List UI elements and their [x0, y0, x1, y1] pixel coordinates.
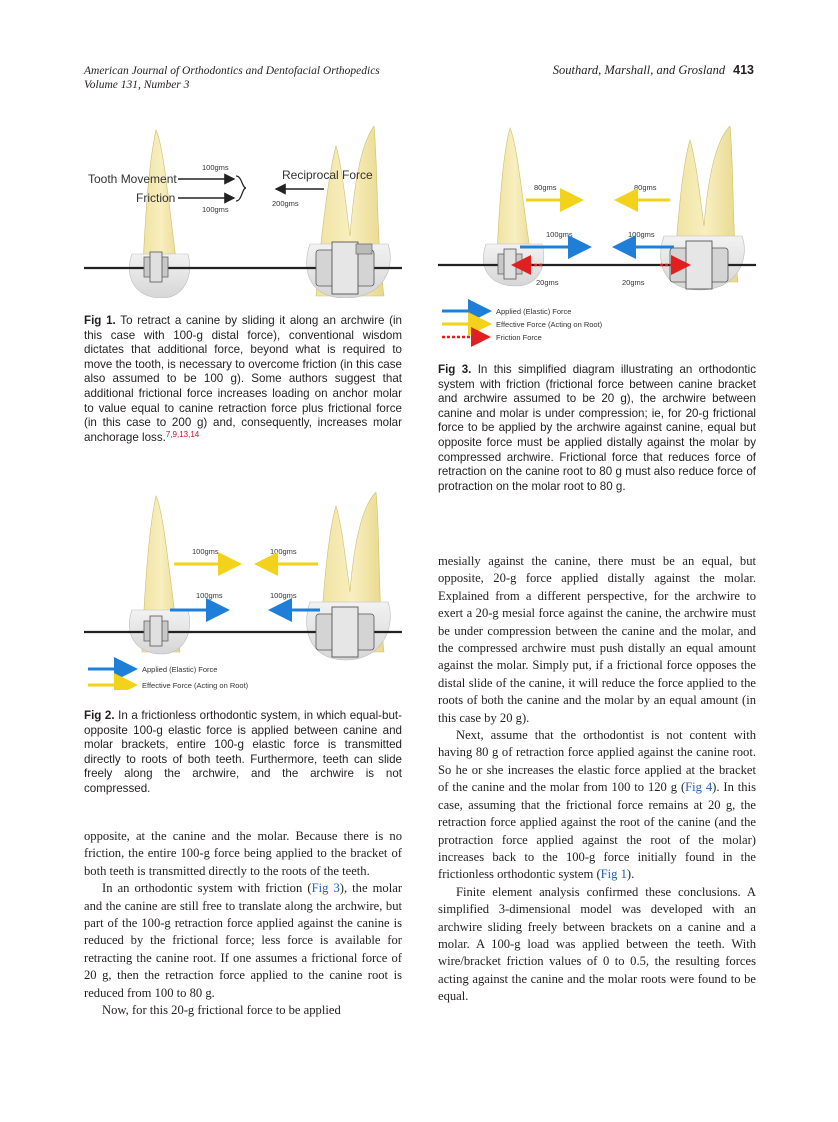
figure-1-caption: Fig 1. To retract a canine by sliding it… — [84, 314, 402, 445]
running-header-journal: American Journal of Orthodontics and Den… — [84, 64, 444, 92]
fig1-label-reciprocal: Reciprocal Force — [282, 168, 373, 182]
legend-effective-label: Effective Force (Acting on Root) — [142, 681, 249, 690]
fig3-blue-right-value: 100gms — [628, 230, 655, 239]
molar-bracket — [669, 240, 729, 290]
paragraph: In an orthodontic system with friction (… — [84, 880, 402, 1002]
text-run: In an orthodontic system with friction ( — [102, 881, 312, 896]
fig1-label-tooth-movement: Tooth Movement — [88, 172, 177, 186]
fig2-blue-right-value: 100gms — [270, 591, 297, 600]
fig3-yellow-left-value: 80gms — [534, 183, 557, 192]
legend-friction-label: Friction Force — [496, 333, 542, 342]
fig2-caption-label: Fig 2. — [84, 709, 115, 722]
figure-3-caption: Fig 3. In this simplified diagram illust… — [438, 363, 756, 494]
text-run: ), the molar and the canine are still fr… — [84, 881, 403, 1000]
molar-bracket — [315, 241, 375, 295]
figure-2: 100gms 100gms 100gms 100gms Applied (Ela… — [84, 492, 402, 690]
left-column-body: opposite, at the canine and the molar. B… — [84, 828, 402, 1019]
fig1-caption-refs[interactable]: 7,9,13,14 — [165, 429, 200, 439]
fig3-yellow-right-value: 80gms — [634, 183, 657, 192]
legend-applied-label: Applied (Elastic) Force — [142, 665, 217, 674]
fig3-caption-label: Fig 3. — [438, 363, 472, 376]
journal-title: American Journal of Orthodontics and Den… — [84, 65, 380, 77]
canine-root — [141, 129, 181, 292]
journal-volume: Volume 131, Number 3 — [84, 79, 190, 91]
fig3-caption-text: In this simplified diagram illustrating … — [438, 363, 756, 493]
fig1-caption-label: Fig 1. — [84, 314, 116, 327]
fig1-value-bottom: 100gms — [202, 205, 229, 214]
canine-bracket — [143, 251, 169, 283]
figure-1-diagram: Tooth Movement Friction 100gms 100gms Re… — [84, 126, 402, 298]
molar-bracket — [315, 606, 375, 658]
paragraph: Now, for this 20-g frictional force to b… — [102, 1003, 341, 1018]
figure-3: 80gms 80gms 100gms 100gms 20gms 20gms Ap… — [438, 126, 756, 352]
fig2-blue-left-value: 100gms — [196, 591, 223, 600]
fig1-label-friction: Friction — [136, 191, 175, 205]
paragraph: opposite, at the canine and the molar. B… — [84, 829, 402, 878]
page-number: 413 — [733, 63, 754, 77]
figure-3-diagram: 80gms 80gms 100gms 100gms 20gms 20gms Ap… — [438, 126, 756, 347]
fig2-caption-text: In a frictionless orthodontic system, in… — [84, 709, 402, 795]
fig1-value-total: 200gms — [272, 199, 299, 208]
text-run: Next, assume that the orthodontist is no… — [438, 728, 756, 795]
text-run: ). In this case, assuming that the frict… — [438, 780, 756, 882]
fig1-value-top: 100gms — [202, 163, 229, 172]
authors: Southard, Marshall, and Grosland — [552, 63, 726, 77]
figure-2-diagram: 100gms 100gms 100gms 100gms Applied (Ela… — [84, 492, 402, 690]
fig2-yellow-left-value: 100gms — [192, 547, 219, 556]
fig-3-link[interactable]: Fig 3 — [311, 881, 340, 896]
fig1-caption-text: To retract a canine by sliding it along … — [84, 314, 403, 444]
fig3-red-left-value: 20gms — [536, 278, 559, 287]
fig1-brace — [235, 175, 247, 202]
fig-1-link[interactable]: Fig 1 — [600, 867, 627, 882]
canine-bracket — [143, 615, 169, 647]
figure-1: Tooth Movement Friction 100gms 100gms Re… — [84, 126, 402, 298]
paragraph: Finite element analysis confirmed these … — [438, 884, 756, 1004]
legend-effective-label: Effective Force (Acting on Root) — [496, 320, 603, 329]
canine-root — [495, 127, 535, 277]
legend-applied-label: Applied (Elastic) Force — [496, 307, 571, 316]
paragraph: mesially against the canine, there must … — [438, 554, 756, 725]
running-header-authors: Southard, Marshall, and Grosland 413 — [454, 63, 754, 78]
fig-4-link[interactable]: Fig 4 — [685, 780, 713, 795]
text-run: ). — [626, 867, 635, 882]
fig3-blue-left-value: 100gms — [546, 230, 573, 239]
paragraph: Next, assume that the orthodontist is no… — [438, 727, 756, 884]
fig2-yellow-right-value: 100gms — [270, 547, 297, 556]
figure-2-caption: Fig 2. In a frictionless orthodontic sys… — [84, 709, 402, 797]
right-column-body: mesially against the canine, there must … — [438, 553, 756, 1006]
fig3-red-right-value: 20gms — [622, 278, 645, 287]
